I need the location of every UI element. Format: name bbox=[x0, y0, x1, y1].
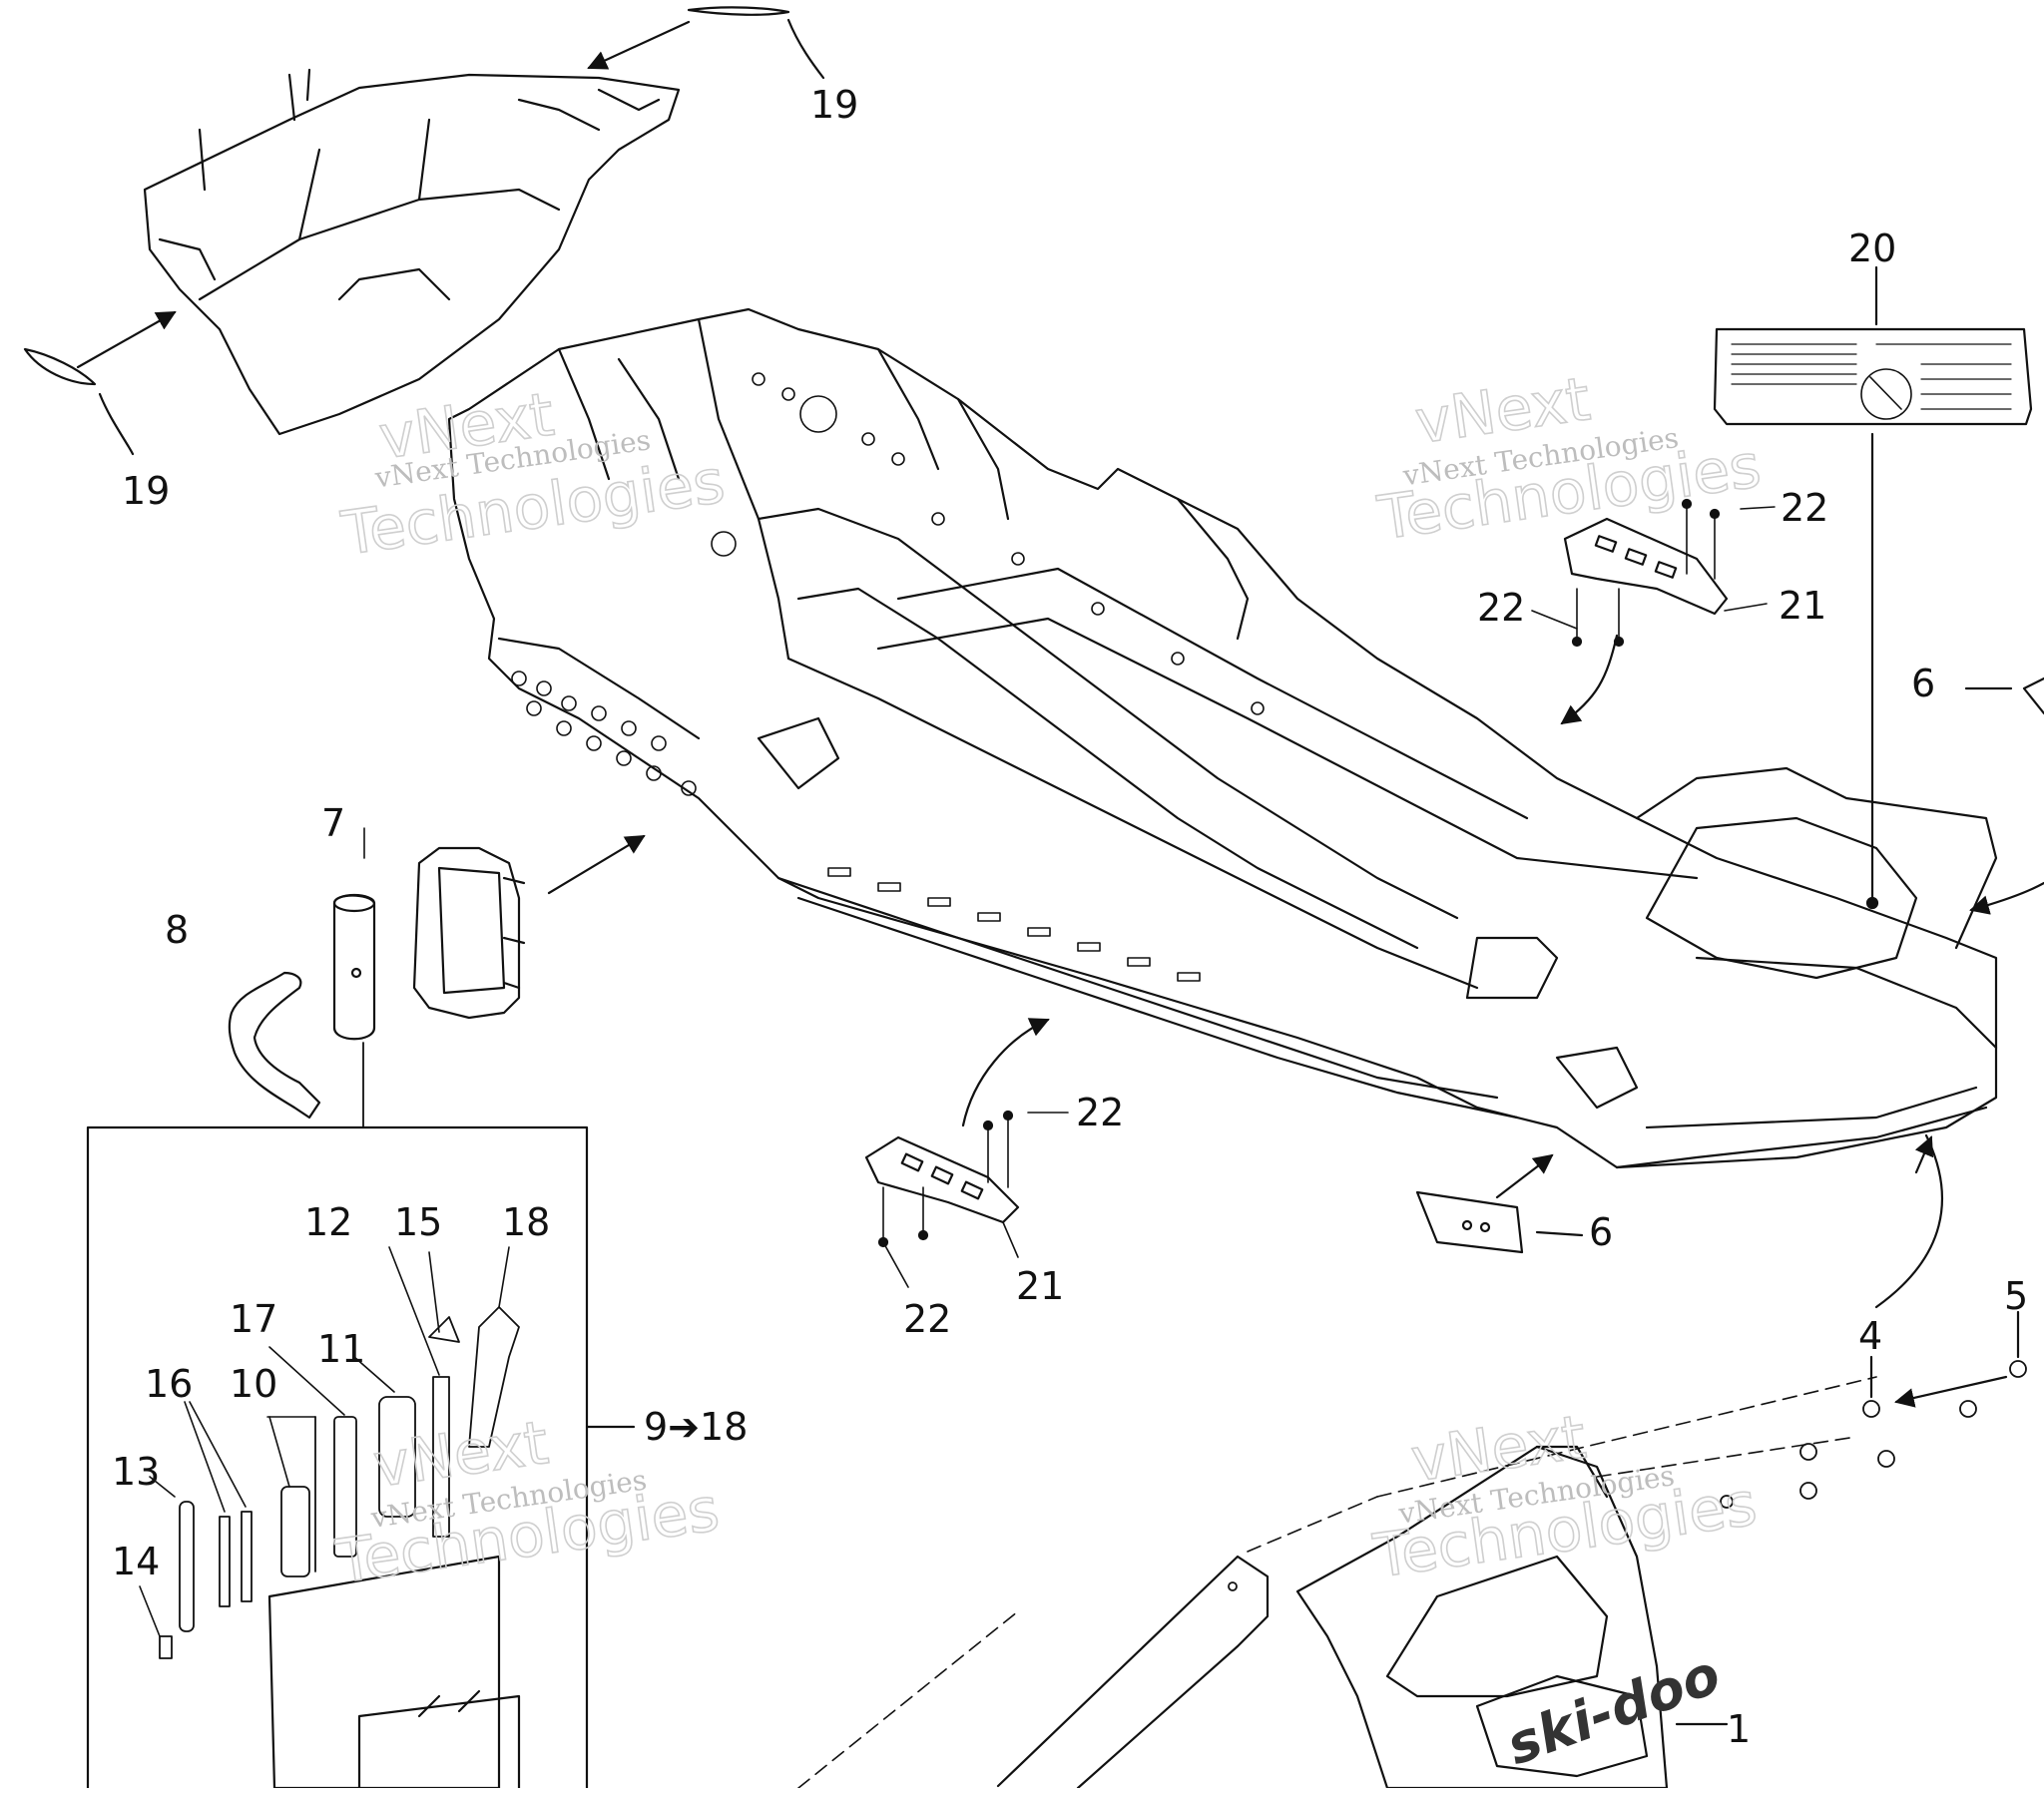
callout-6: 6 bbox=[1589, 1210, 1613, 1254]
tools bbox=[159, 1306, 520, 1659]
callout-16: 16 bbox=[145, 1362, 193, 1406]
watermark: vNext Technologies vNext Technologies bbox=[336, 379, 730, 571]
footrest-slots bbox=[827, 867, 1201, 982]
tool-tube bbox=[332, 893, 376, 1041]
trim-strip-top bbox=[687, 6, 790, 16]
callout-8: 8 bbox=[165, 908, 189, 952]
fasteners-4-5 bbox=[1228, 1360, 2027, 1591]
callout-4: 4 bbox=[1858, 1314, 1882, 1358]
callout-19: 19 bbox=[810, 83, 858, 127]
tool-kit-box bbox=[86, 1125, 589, 1793]
trim-strip-left bbox=[23, 347, 97, 386]
tool-bag bbox=[267, 1555, 521, 1790]
hood-panel-1 bbox=[1295, 1445, 1669, 1790]
frame-holes bbox=[511, 372, 1265, 796]
callout-1: 1 bbox=[1727, 1707, 1751, 1751]
callout-9-18: 9➔18 bbox=[644, 1405, 748, 1449]
callout-13: 13 bbox=[112, 1450, 160, 1494]
bumper-trim-6 bbox=[1415, 1190, 1524, 1254]
callout-22: 22 bbox=[1076, 1091, 1124, 1134]
callout-7: 7 bbox=[321, 801, 345, 845]
strap-part-8 bbox=[228, 971, 321, 1120]
callout-22: 22 bbox=[1781, 486, 1828, 530]
upper-side-panel bbox=[143, 68, 681, 436]
callout-18: 18 bbox=[502, 1200, 550, 1244]
footrest-right bbox=[1563, 517, 1729, 616]
callout-6: 6 bbox=[1911, 662, 1935, 705]
callout-12: 12 bbox=[304, 1200, 352, 1244]
callout-labels: 19 19 20 22 22 21 6 7 8 22 6 21 22 5 4 1… bbox=[112, 83, 2028, 1751]
callout-5: 5 bbox=[2004, 1274, 2028, 1318]
callout-15: 15 bbox=[394, 1200, 442, 1244]
callout-22: 22 bbox=[1477, 586, 1525, 630]
footrest-left bbox=[864, 1135, 1020, 1224]
plate-panel bbox=[996, 1555, 1270, 1790]
chassis-frame bbox=[447, 307, 1998, 1169]
callout-21: 21 bbox=[1016, 1264, 1064, 1308]
warning-decal bbox=[1713, 327, 2033, 426]
watermark: vNext Technologies vNext Technologies bbox=[1368, 1402, 1762, 1593]
housing-part-7 bbox=[412, 846, 526, 1020]
callout-14: 14 bbox=[112, 1540, 160, 1583]
callout-19: 19 bbox=[122, 469, 170, 513]
callout-11: 11 bbox=[317, 1327, 365, 1371]
screws bbox=[877, 498, 1721, 1248]
callout-17: 17 bbox=[230, 1297, 277, 1341]
callout-21: 21 bbox=[1779, 584, 1826, 628]
watermark: vNext Technologies vNext Technologies bbox=[1372, 363, 1766, 555]
callout-22: 22 bbox=[903, 1297, 951, 1341]
callout-10: 10 bbox=[230, 1362, 277, 1406]
brand-logo-text: ski-doo bbox=[1499, 1642, 1729, 1777]
callout-20: 20 bbox=[1848, 226, 1896, 270]
